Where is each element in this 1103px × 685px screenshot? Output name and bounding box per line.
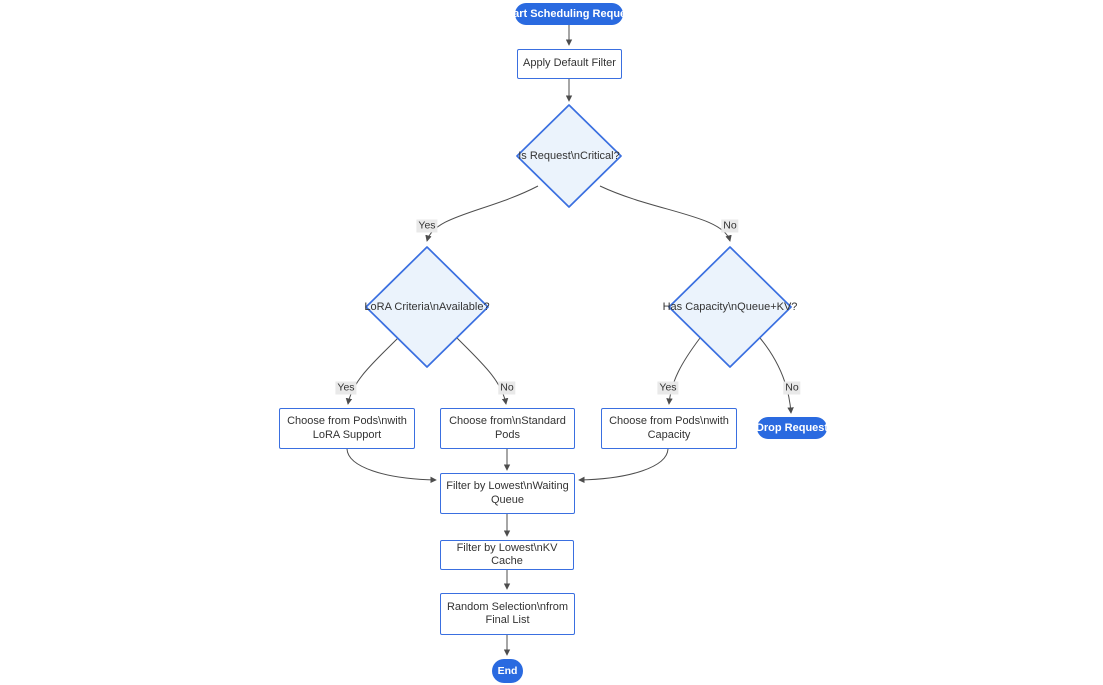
node-label-line: Capacity xyxy=(647,428,691,441)
node-random-selection: Random Selection\nfrom Final List xyxy=(440,593,575,635)
node-label-line: Random Selection\nfrom xyxy=(446,600,569,613)
node-label-line: Final List xyxy=(485,614,530,626)
edge-choose-capacity-to-filter-queue xyxy=(578,448,669,484)
node-is-request-critical-diamond xyxy=(516,104,622,208)
node-end: End xyxy=(492,659,523,683)
node-choose-standard-pods: Choose from\nStandard Pods xyxy=(440,408,575,449)
node-label-line: Filter by Lowest\nWaiting xyxy=(446,480,569,492)
node-drop-request: Drop Request xyxy=(755,417,829,439)
node-choose-pods-lora: Choose from Pods\nwith LoRA Support xyxy=(279,408,415,449)
edge-label-capacity-no: No xyxy=(783,381,801,395)
node-filter-kv-cache: Filter by Lowest\nKV Cache xyxy=(440,540,574,570)
edge-label-lora-yes: Yes xyxy=(335,381,357,395)
node-is-request-critical-label: Is Request\nCritical? xyxy=(518,150,620,162)
edge-critical-yes-to-lora xyxy=(425,185,539,242)
node-has-capacity-label: Has Capacity\nQueue+KV? xyxy=(662,301,798,313)
node-start-scheduling-request: Start Scheduling Request xyxy=(502,3,636,25)
edge-capacity-yes-to-choose-capacity xyxy=(666,337,701,405)
node-label: Filter by Lowest\nKV Cache xyxy=(456,541,558,568)
node-label: Drop Request xyxy=(755,422,829,434)
node-choose-pods-capacity: Choose from Pods\nwith Capacity xyxy=(601,408,737,449)
edge-choose-lora-to-filter-queue xyxy=(346,448,437,484)
edge-label-critical-no: No xyxy=(721,219,739,233)
edge-label-critical-yes: Yes xyxy=(416,219,438,233)
edge-label-capacity-yes: Yes xyxy=(657,381,679,395)
node-label-line: Pods xyxy=(494,428,521,441)
node-lora-criteria-diamond xyxy=(365,246,489,368)
node-has-capacity-diamond xyxy=(668,246,792,368)
node-label: Start Scheduling Request xyxy=(502,8,636,20)
edge-capacity-no-to-drop xyxy=(759,337,794,414)
node-label-line: Choose from Pods\nwith xyxy=(287,415,407,427)
node-label-line: LoRA Support xyxy=(312,428,382,441)
node-apply-default-filter: Apply Default Filter xyxy=(517,49,622,79)
node-label: Apply Default Filter xyxy=(523,57,616,70)
edge-lora-no-to-choose-standard xyxy=(456,337,509,405)
node-label: End xyxy=(497,665,518,677)
edge-critical-no-to-capacity xyxy=(599,185,732,242)
node-lora-criteria-label: LoRA Criteria\nAvailable? xyxy=(364,301,490,313)
node-label-line: Choose from Pods\nwith xyxy=(609,415,729,427)
node-label-line: Queue xyxy=(490,493,525,506)
node-filter-waiting-queue: Filter by Lowest\nWaiting Queue xyxy=(440,473,575,514)
node-label-line: Choose from\nStandard xyxy=(449,415,566,427)
edge-lora-yes-to-choose-lora xyxy=(345,337,399,405)
edge-label-lora-no: No xyxy=(498,381,516,395)
